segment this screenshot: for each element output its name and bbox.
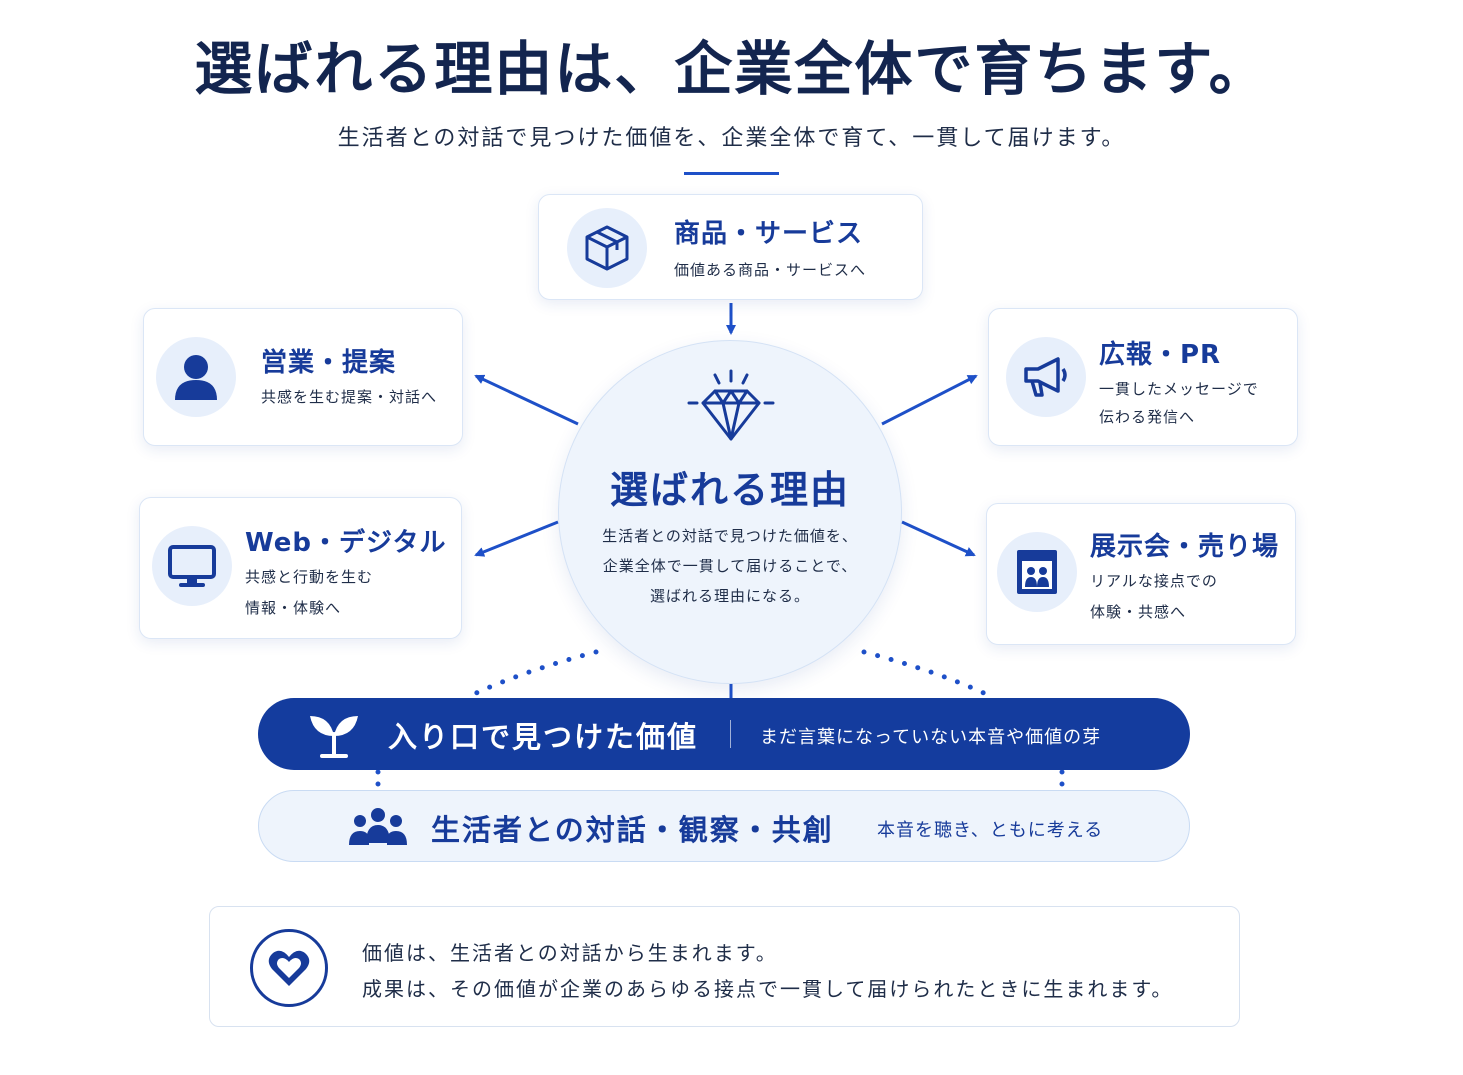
card-sales: 営業・提案 共感を生む提案・対話へ	[143, 308, 463, 446]
arrow-to-pr	[881, 374, 978, 426]
monitor-icon	[152, 526, 232, 606]
title-divider	[684, 172, 779, 175]
page-title: 選ばれる理由は、企業全体で育ちます。	[194, 35, 1269, 103]
center-title: 選ばれる理由	[609, 468, 850, 512]
heart-icon	[250, 929, 328, 1007]
card-sales-title: 営業・提案	[261, 348, 397, 378]
dotted-connector-right	[861, 649, 993, 699]
center-circle: 選ばれる理由 生活者との対話で見つけた価値を、 企業全体で一貫して届けることで、…	[558, 340, 902, 684]
card-pr-desc-1: 一貫したメッセージで	[1099, 380, 1259, 398]
dotted-connector-left	[467, 649, 599, 699]
card-web-desc-2: 情報・体験へ	[245, 599, 342, 617]
arrow-to-exhibit	[901, 520, 976, 557]
card-product-title: 商品・サービス	[674, 219, 864, 249]
card-exhibit-desc-1: リアルな接点での	[1090, 572, 1218, 590]
page-subtitle: 生活者との対話で見つけた価値を、企業全体で育て、一貫して届けます。	[337, 126, 1126, 151]
diamond-icon	[687, 369, 775, 441]
dialogue-bar: 生活者との対話・観察・共創 本音を聴き、ともに考える	[258, 790, 1190, 862]
card-pr-title: 広報・PR	[1099, 340, 1222, 370]
card-web: Web・デジタル 共感と行動を生む 情報・体験へ	[139, 497, 462, 639]
entry-value-title: 入り口で見つけた価値	[388, 720, 699, 754]
people-icon	[349, 808, 407, 845]
card-exhibit-desc-2: 体験・共感へ	[1090, 603, 1187, 621]
megaphone-icon	[1006, 337, 1086, 417]
card-exhibit: 展示会・売り場 リアルな接点での 体験・共感へ	[986, 503, 1296, 645]
card-sales-desc: 共感を生む提案・対話へ	[261, 388, 438, 406]
arrow-to-sales	[474, 374, 579, 426]
arrow-to-web	[474, 520, 559, 557]
card-pr: 広報・PR 一貫したメッセージで 伝わる発信へ	[988, 308, 1298, 446]
center-desc-line-1: 生活者との対話で見つけた価値を、	[602, 527, 858, 545]
booth-icon	[997, 532, 1077, 612]
card-exhibit-title: 展示会・売り場	[1090, 532, 1280, 562]
entry-value-sub: まだ言葉になっていない本音や価値の芽	[760, 727, 1102, 748]
box-icon	[567, 208, 647, 288]
summary-card: 価値は、生活者との対話から生まれます。 成果は、その価値が企業のあらゆる接点で一…	[209, 906, 1240, 1027]
center-description: 生活者との対話で見つけた価値を、 企業全体で一貫して届けることで、 選ばれる理由…	[559, 521, 901, 611]
summary-line-2: 成果は、その価値が企業のあらゆる接点で一貫して届けられたときに生まれます。	[362, 977, 1174, 1001]
card-product: 商品・サービス 価値ある商品・サービスへ	[538, 194, 923, 300]
person-icon	[156, 337, 236, 417]
card-pr-desc-2: 伝わる発信へ	[1099, 408, 1196, 426]
center-desc-line-2: 企業全体で一貫して届けることで、	[602, 557, 858, 575]
dialogue-sub: 本音を聴き、ともに考える	[877, 820, 1104, 841]
center-desc-line-3: 選ばれる理由になる。	[649, 587, 810, 605]
card-web-title: Web・デジタル	[245, 528, 447, 558]
entry-value-bar: 入り口で見つけた価値 まだ言葉になっていない本音や価値の芽	[258, 698, 1190, 770]
summary-line-1: 価値は、生活者との対話から生まれます。	[362, 941, 778, 965]
sprout-icon	[310, 716, 358, 758]
dialogue-title: 生活者との対話・観察・共創	[431, 813, 834, 847]
entry-bar-divider	[730, 720, 731, 748]
card-product-desc: 価値ある商品・サービスへ	[674, 261, 867, 279]
card-web-desc-1: 共感と行動を生む	[245, 568, 374, 586]
